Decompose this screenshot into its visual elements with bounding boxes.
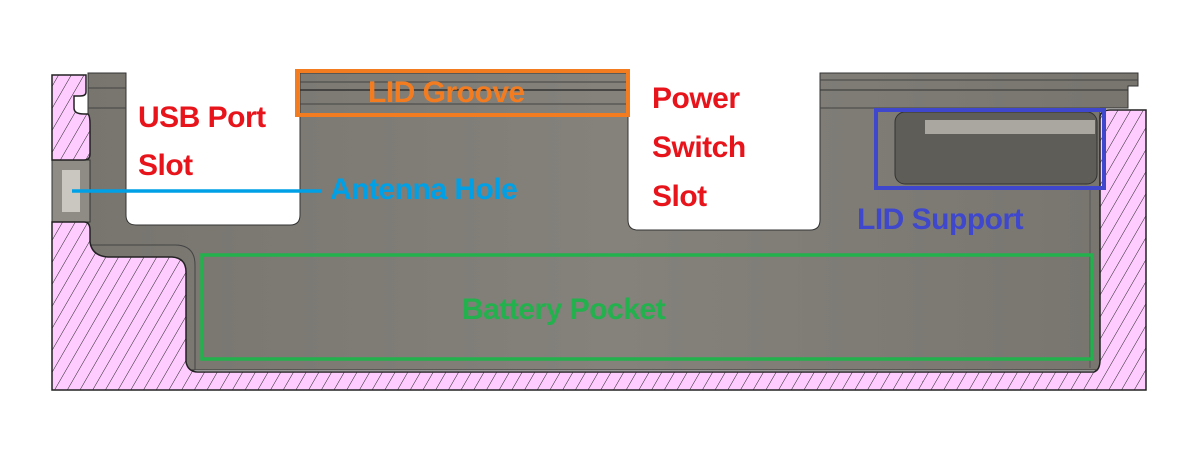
section-cut-hatch: [51, 74, 1147, 391]
battery-pocket-label: Battery Pocket: [462, 293, 666, 326]
usb-port-label-line1: USB Port: [138, 101, 266, 134]
lid-groove-box: [295, 69, 630, 117]
battery-pocket-box: [200, 253, 1094, 361]
lid-support-label: LID Support: [857, 203, 1024, 236]
lid-support-box: [874, 108, 1106, 190]
usb-port-label-line2: Slot: [138, 149, 193, 182]
power-switch-label-line3: Slot: [652, 180, 707, 213]
antenna-hole-highlight: [62, 170, 80, 212]
power-switch-label-line1: Power: [652, 82, 740, 115]
lid-groove-label: LID Groove: [368, 76, 525, 109]
power-switch-label-line2: Switch: [652, 131, 746, 164]
antenna-hole-label: Antenna Hole: [330, 173, 518, 206]
